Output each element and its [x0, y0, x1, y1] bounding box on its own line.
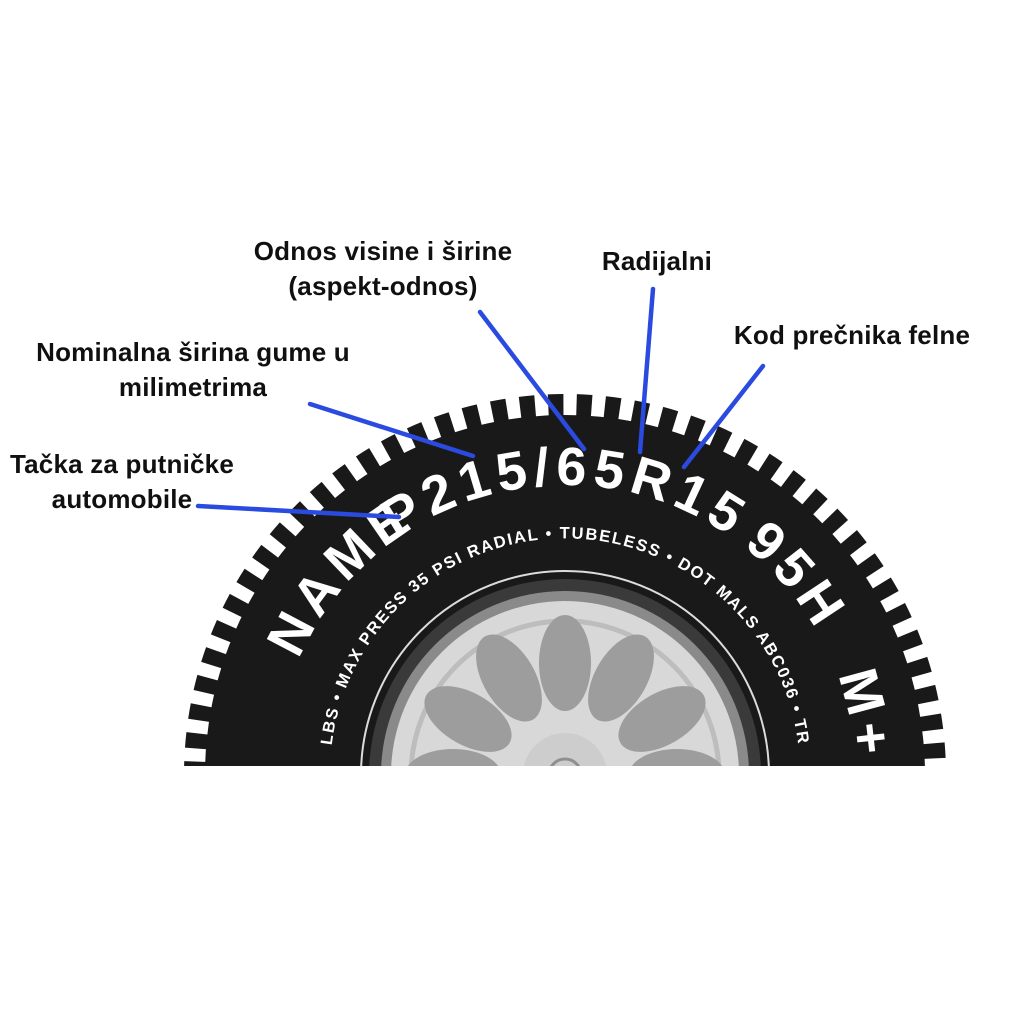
annotation-line-passenger-car — [195, 503, 402, 520]
annotation-line-rim-diameter — [681, 363, 766, 470]
label-line: automobile — [51, 484, 193, 514]
annotation-lines — [195, 286, 766, 520]
label-nominal-width: Nominalna širina gume u milimetrima — [36, 335, 350, 405]
label-line: (aspekt-odnos) — [288, 271, 478, 301]
annotation-line-aspect-ratio — [477, 309, 587, 452]
rim-hub — [523, 733, 607, 766]
annotation-line-nominal-width — [307, 401, 476, 459]
label-aspect-ratio: Odnos visine i širine (aspekt-odnos) — [254, 234, 513, 304]
rim-hub-ring — [549, 757, 581, 766]
bead-highlight-ring — [360, 570, 770, 766]
label-passenger-car: Tačka za putničke automobile — [10, 447, 234, 517]
annotation-line-radial — [637, 286, 656, 455]
label-rim-diameter: Kod prečnika felne — [734, 318, 970, 353]
label-radial: Radijalni — [602, 244, 712, 279]
label-line: Tačka za putničke — [9, 449, 235, 479]
rim-spoke-gaps — [405, 615, 725, 766]
label-line: Radijalni — [601, 246, 713, 276]
label-line: Nominalna širina gume u — [36, 337, 350, 367]
label-line: Odnos visine i širine — [253, 236, 513, 266]
label-line: Kod prečnika felne — [733, 320, 971, 350]
label-line: milimetrima — [118, 372, 268, 402]
